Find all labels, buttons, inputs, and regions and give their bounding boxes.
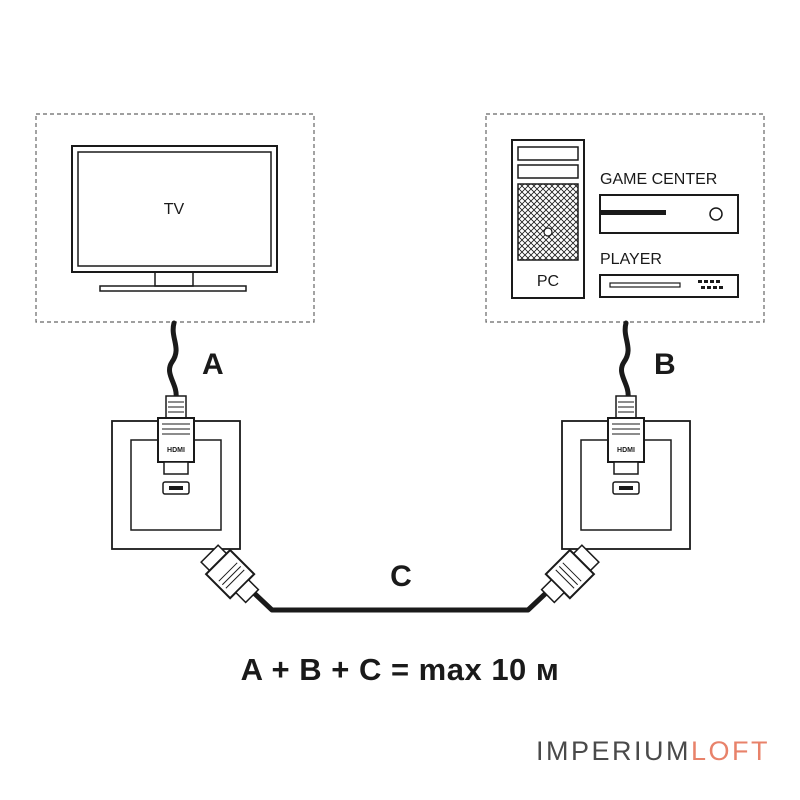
tv-label: TV xyxy=(164,201,185,218)
game-console-icon xyxy=(599,194,739,234)
cable-c xyxy=(252,591,548,613)
brand-logo-part1: IMPERIUM xyxy=(536,736,691,766)
tv-icon xyxy=(71,145,278,292)
cable-c-label: C xyxy=(390,560,412,593)
cable-a-label: A xyxy=(202,348,224,381)
pc-label: PC xyxy=(537,273,559,290)
game-center-label: GAME CENTER xyxy=(600,171,717,188)
brand-logo: IMPERIUMLOFT xyxy=(536,736,770,767)
cable-a xyxy=(167,320,179,401)
player-label: PLAYER xyxy=(600,251,662,268)
hdmi-plug-c-right xyxy=(540,544,600,604)
cable-b xyxy=(619,320,631,401)
hdmi-plug-b: HDMI xyxy=(607,395,645,475)
media-player-icon xyxy=(599,274,739,298)
length-formula: A + B + C = max 10 м xyxy=(240,652,560,687)
hdmi-plug-c-left xyxy=(200,544,260,604)
pc-tower-icon xyxy=(511,139,585,299)
brand-logo-part2: LOFT xyxy=(691,736,771,766)
hdmi-plug-b-text: HDMI xyxy=(617,447,635,454)
cable-b-label: B xyxy=(654,348,676,381)
hdmi-plug-a-text: HDMI xyxy=(167,447,185,454)
hdmi-plug-a: HDMI xyxy=(157,395,195,475)
